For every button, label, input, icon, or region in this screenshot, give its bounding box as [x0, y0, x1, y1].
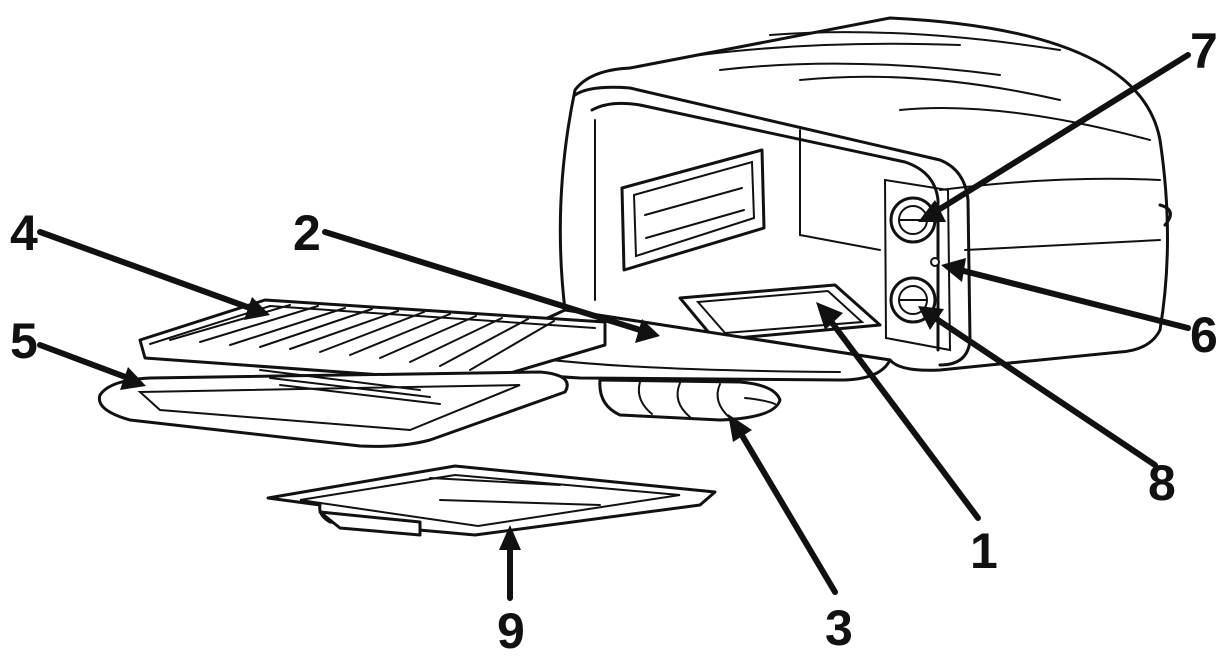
callout-8: 8 [1148, 455, 1176, 511]
callout-4: 4 [10, 205, 38, 261]
oven-body [558, 16, 1172, 372]
baking-pan [97, 369, 569, 448]
callout-3: 3 [825, 600, 853, 656]
callout-9: 9 [497, 603, 525, 659]
callout-7: 7 [1190, 23, 1218, 79]
callout-arrows [37, 52, 1191, 601]
door-handle [598, 378, 782, 422]
crumb-tray [266, 464, 717, 537]
callout-2: 2 [293, 205, 321, 261]
callout-labels: 1 2 3 4 5 6 7 8 9 [10, 23, 1218, 659]
callout-5: 5 [10, 313, 38, 369]
callout-1: 1 [970, 523, 998, 579]
wire-rack [138, 298, 607, 384]
indicator-light [930, 257, 940, 267]
callout-6: 6 [1190, 307, 1218, 363]
